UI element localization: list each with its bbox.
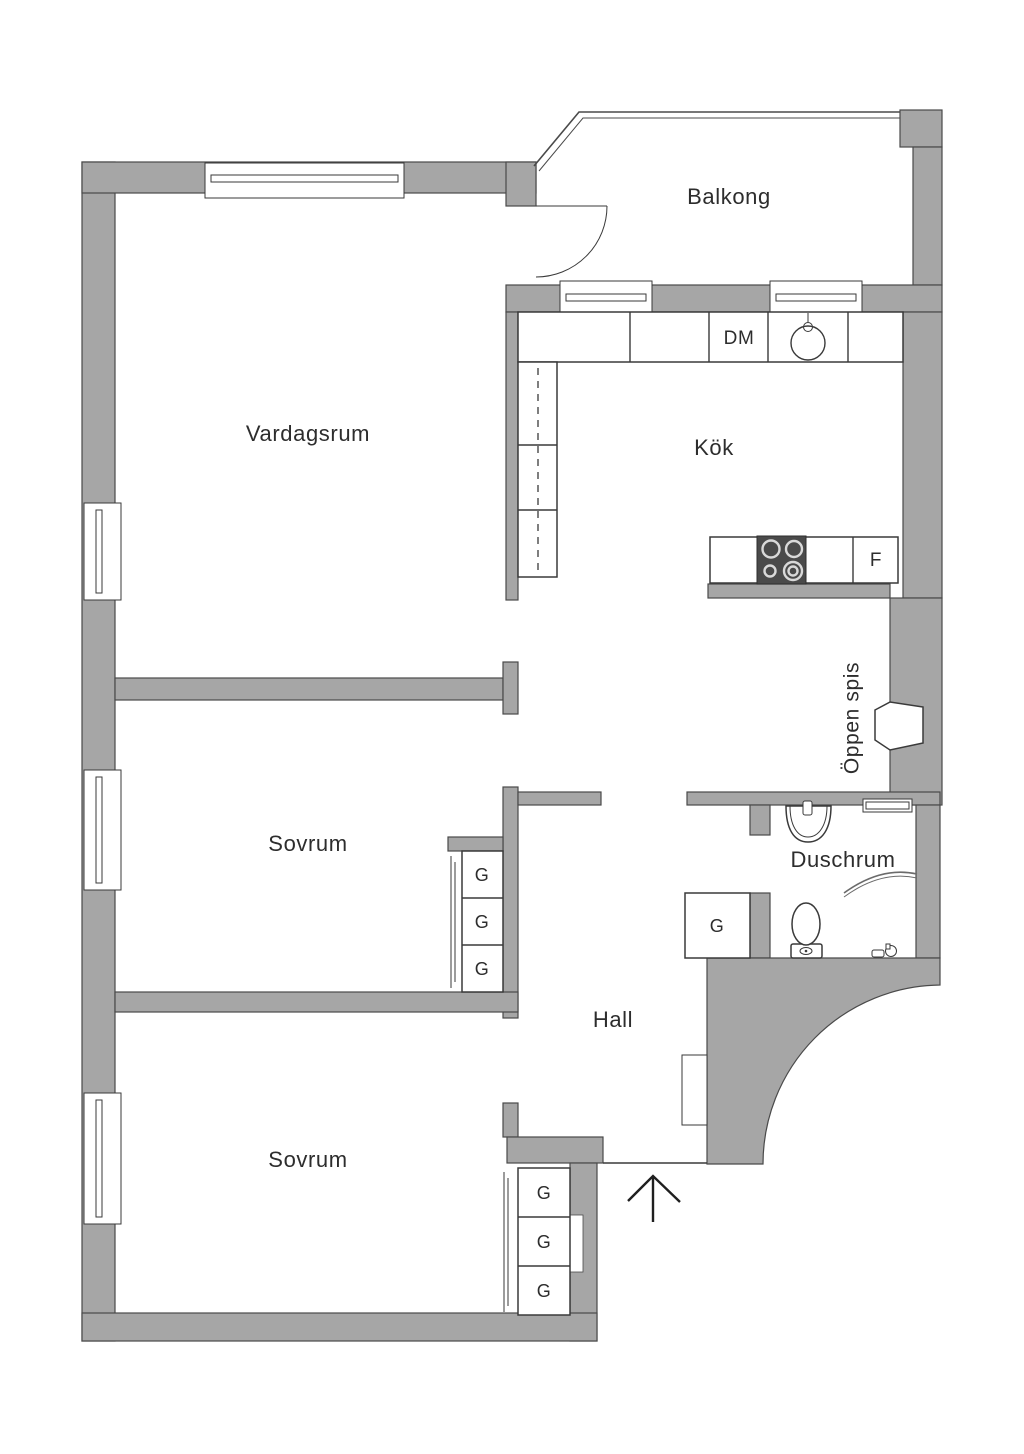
kitchen-tall-cabinet-dividers (518, 444, 557, 511)
divider-end-cap (502, 661, 519, 715)
living-room-window-glass (210, 174, 399, 183)
balcony-door-swing-arc (535, 205, 608, 278)
wardrobes (450, 850, 751, 1316)
bedroom1-window-glass (95, 776, 103, 884)
kitchen-left-wall (505, 311, 519, 601)
stove-burner-icon (784, 539, 804, 559)
bedroom1-closet-top-wall (447, 836, 504, 852)
entrance (603, 1054, 708, 1222)
hall-wardrobe-unit (684, 892, 751, 959)
stove-burner-icon (787, 565, 799, 577)
toilet-icon (791, 902, 821, 946)
room-label-living-room: Vardagsrum (246, 421, 370, 446)
balcony (533, 111, 900, 278)
outer-wall-right-dining (889, 597, 943, 806)
kitchen-upper-counter-dividers (629, 312, 849, 362)
bathroom-sink-icon (785, 805, 832, 843)
bathroom-sink-inner-line (789, 805, 828, 838)
bedroom2-wardrobe-dividers (518, 1216, 570, 1267)
bedroom2-window-glass (95, 1099, 103, 1218)
entrance-arrow (627, 1174, 681, 1222)
rounded-corner-wall-mass (706, 957, 941, 1165)
windows (83, 162, 913, 1225)
label-wardrobe: G (475, 912, 490, 932)
bedroom2-wardrobe-unit (517, 1167, 571, 1316)
label-dishwasher: DM (724, 328, 755, 349)
room-label-kitchen: Kök (694, 435, 734, 460)
bathroom-sink-tap (802, 800, 813, 816)
stove-burner-icon (782, 560, 804, 582)
room-label-balcony: Balkong (687, 184, 771, 209)
balcony-door-jamb-wall (505, 161, 537, 207)
shower-curtain-icon (843, 871, 918, 894)
stove-burner-icon (761, 539, 781, 559)
shower-room-left-wall-upper (749, 804, 771, 836)
kitchen-counter-back-wall (707, 583, 891, 599)
toilet-flush-button-dot (804, 949, 808, 953)
label-wardrobe: G (475, 865, 490, 885)
shower-curtain-inner-line (843, 875, 918, 898)
balcony-corner-pillar (899, 109, 943, 148)
room-label-bedroom-2: Sovrum (268, 1147, 347, 1172)
label-wardrobe: G (537, 1183, 552, 1203)
label-open-fireplace: Öppen spis (841, 662, 864, 774)
room-label-bedroom-1: Sovrum (268, 831, 347, 856)
label-fridge-freezer: F (870, 550, 882, 571)
kitchen-window-left-glass (565, 293, 647, 302)
hall-top-wall-stub (517, 791, 602, 806)
shower-room-fixtures (785, 800, 918, 959)
kitchen-sink-icon (790, 325, 826, 361)
kitchen-window-right-glass (775, 293, 857, 302)
balcony-railing-outer-line (533, 111, 900, 167)
label-wardrobe: G (537, 1281, 552, 1301)
room-label-hall: Hall (593, 1007, 633, 1032)
bedroom1-right-wall (502, 786, 519, 1019)
bedroom2-closet-track-recess (569, 1214, 584, 1273)
label-wardrobe: G (537, 1232, 552, 1252)
labels: Balkong Vardagsrum Kök Sovrum Sovrum Hal… (246, 184, 895, 1301)
outer-wall-bottom (81, 1312, 598, 1342)
divider-bedroom1-bedroom2 (114, 991, 519, 1013)
balcony-railing-inner-line (538, 117, 900, 172)
shower-room-left-wall-lower (749, 892, 771, 959)
kitchen-fixtures (517, 311, 904, 585)
label-wardrobe: G (475, 959, 490, 979)
bedroom1-wardrobe-sliding-door (450, 856, 456, 988)
kitchen-upper-counter (517, 311, 904, 363)
shower-room-window-glass (865, 801, 910, 810)
shower-room-right-wall (915, 804, 941, 959)
fireplace-icon (874, 701, 924, 751)
stove-burner-icon (763, 564, 777, 578)
hall-left-wall-stub (502, 1102, 519, 1138)
bathroom-accessory-icon (885, 943, 891, 950)
label-wardrobe: G (710, 916, 725, 936)
entrance-side-wall (506, 1136, 604, 1164)
hall-door-opening-marker (681, 1054, 708, 1126)
balcony-right-wall (912, 146, 943, 286)
divider-livingroom-bedroom1 (114, 677, 504, 701)
bedroom2-wardrobe-sliding-door (503, 1172, 509, 1312)
walls (81, 109, 943, 1342)
bedroom1-wardrobe-dividers (462, 897, 503, 946)
bedroom1-wardrobe-unit (461, 850, 504, 993)
room-label-shower-room: Duschrum (790, 847, 895, 872)
living-room-side-window-glass (95, 509, 103, 594)
bathroom-accessory-icon (871, 949, 885, 958)
outer-wall-right-kitchen (902, 311, 943, 599)
